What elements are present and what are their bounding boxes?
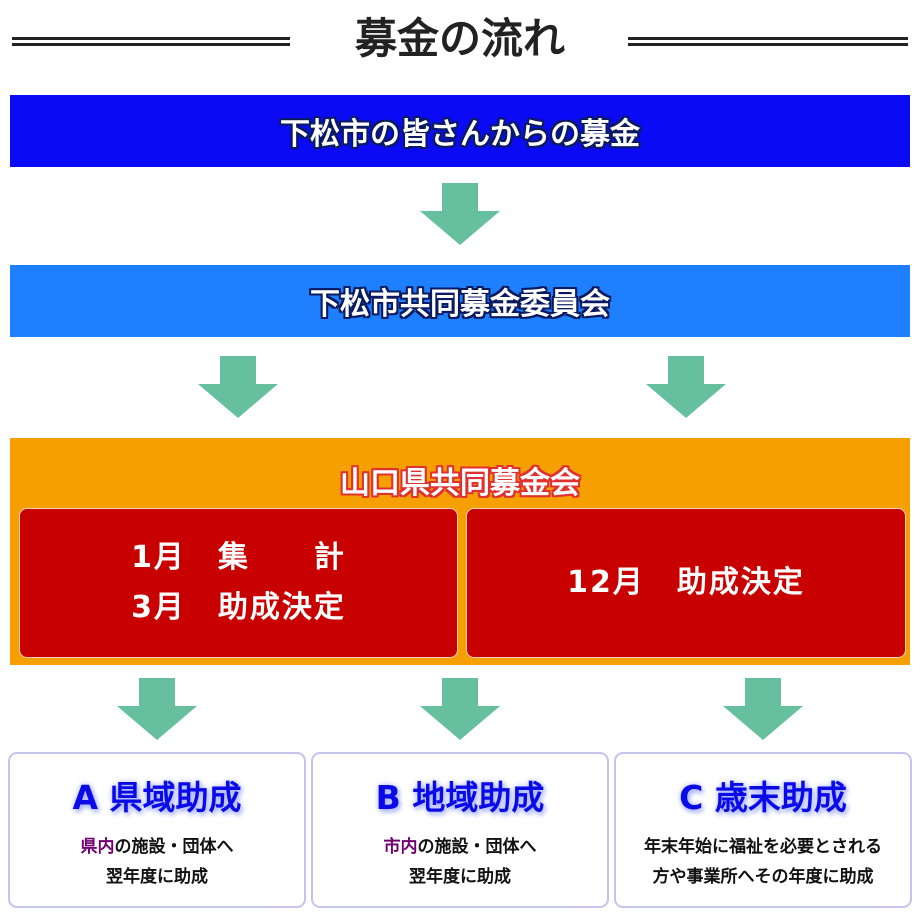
grant-desc-text: 年末年始に福祉を必要とされる [644, 837, 882, 857]
down-arrow-icon [198, 356, 278, 418]
down-arrow-icon [420, 678, 500, 740]
grant-description: 市内の施設・団体へ 翌年度に助成 [313, 832, 607, 892]
prefecture-association-title: 山口県共同募金会 [340, 466, 580, 501]
schedule-line: 1月 集 計 [131, 540, 346, 575]
down-arrow-icon [420, 183, 500, 245]
down-arrow-icon [117, 678, 197, 740]
grant-highlight: 県内 [80, 837, 115, 857]
grant-card-a: A 県域助成 県内の施設・団体へ 翌年度に助成 [8, 752, 306, 908]
grant-title: B 地域助成 [375, 778, 545, 817]
title-divider-left [12, 37, 290, 46]
step-citizen-donations: 下松市の皆さんからの募金 [10, 95, 910, 167]
grant-highlight: 市内 [383, 837, 418, 857]
schedule-line: 3月 助成決定 [131, 590, 346, 625]
grant-desc-text: の施設・団体へ [114, 837, 234, 857]
grant-description: 県内の施設・団体へ 翌年度に助成 [10, 832, 304, 892]
prefecture-association-box: 山口県共同募金会 1月 集 計 3月 助成決定 12月 助成決定 [10, 438, 910, 665]
schedule-dec: 12月 助成決定 [466, 508, 906, 658]
down-arrow-icon [646, 356, 726, 418]
grant-title: C 歳末助成 [679, 778, 847, 817]
schedule-jan-mar: 1月 集 計 3月 助成決定 [19, 508, 458, 658]
schedule-line: 12月 助成決定 [567, 565, 805, 600]
grant-description: 年末年始に福祉を必要とされる 方や事業所へその年度に助成 [616, 832, 910, 892]
grant-card-b: B 地域助成 市内の施設・団体へ 翌年度に助成 [311, 752, 609, 908]
page-title: 募金の流れ [354, 14, 565, 63]
grant-desc-text: の施設・団体へ [417, 837, 537, 857]
grant-desc-text: 翌年度に助成 [106, 867, 208, 887]
step-city-committee: 下松市共同募金委員会 [10, 265, 910, 337]
down-arrow-icon [723, 678, 803, 740]
grant-card-c: C 歳末助成 年末年始に福祉を必要とされる 方や事業所へその年度に助成 [614, 752, 912, 908]
title-divider-right [628, 37, 908, 46]
grant-desc-text: 方や事業所へその年度に助成 [652, 867, 874, 887]
grant-desc-text: 翌年度に助成 [409, 867, 511, 887]
grant-title: A 県域助成 [72, 778, 242, 817]
